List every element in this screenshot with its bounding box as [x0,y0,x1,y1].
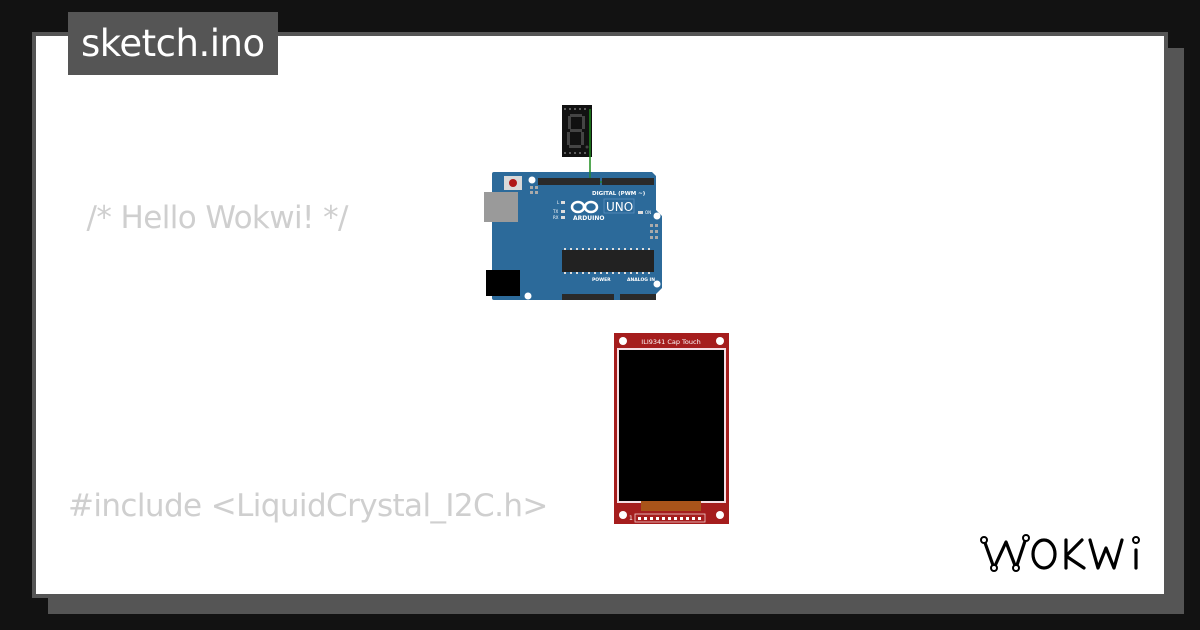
tft-title: ILI9341 Cap Touch [641,338,700,346]
arduino-uno-board[interactable]: DIGITAL (PWM ~) L TX RX ARDUINO UNO ON P… [482,170,662,304]
code-listing: /* Hello Wokwi! */ #include <LiquidCryst… [68,98,1146,594]
code-line: /* Hello Wokwi! */ [68,200,349,236]
filename-tab[interactable]: sketch.ino [68,12,278,75]
power-jack-icon [486,270,520,296]
svg-text:RX: RX [553,215,559,220]
digital-label: DIGITAL (PWM ~) [592,191,646,197]
svg-text:ON: ON [645,210,651,215]
tft-screen [619,350,724,501]
model-label: UNO [606,200,633,214]
svg-text:1: 1 [629,515,633,522]
svg-text:TX: TX [552,209,558,214]
wokwi-logo: WOKWi [978,528,1140,572]
brand-label: ARDUINO [573,215,604,222]
arduino-logo-icon [570,200,599,214]
preview-panel: /* Hello Wokwi! */ #include <LiquidCryst… [32,32,1168,598]
svg-text:ANALOG IN: ANALOG IN [627,277,655,283]
microcontroller-chip [562,250,654,272]
svg-text:POWER: POWER [592,277,611,283]
code-line [68,338,1146,386]
svg-text:L: L [557,200,560,205]
code-line: #include <LiquidCrystal_I2C.h> [68,488,548,524]
ili9341-tft-display[interactable]: ILI9341 Cap Touch 1 [614,333,730,525]
seven-segment-display[interactable] [560,103,600,183]
ribbon-cable [641,501,701,511]
usb-port-icon [484,192,518,222]
segment-digit-icon [567,114,589,149]
logo-text: WOKWi [978,528,1036,532]
